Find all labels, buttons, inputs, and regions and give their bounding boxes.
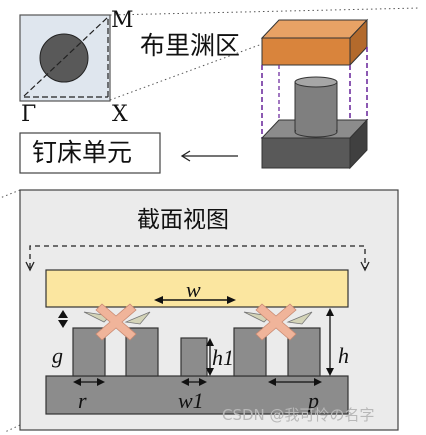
r-dimension-arrow (73, 378, 105, 386)
label-x: X (112, 102, 128, 127)
watermark: CSDN @我可怜の名字 (222, 406, 375, 424)
brillouin-zone-figure (19, 14, 111, 102)
pillar-top (294, 76, 338, 88)
w1-dimension-arrow (181, 378, 207, 386)
cross-marker-left (83, 303, 151, 341)
period-bracket-left-tip (25, 261, 35, 272)
pillar-body (294, 81, 338, 133)
pin-center (180, 337, 208, 377)
label-m: M (111, 8, 134, 33)
label-p: p (308, 388, 319, 413)
zoom-connector-top (109, 7, 421, 16)
top-plate-top-face (260, 19, 369, 39)
label-h1: h1 (212, 345, 234, 370)
label-gamma: Γ (21, 102, 37, 127)
label-h: h (338, 343, 349, 368)
label-w: w (186, 277, 201, 302)
brillouin-zone-title: 布里渊区 (140, 31, 241, 60)
cross-marker-right (243, 303, 313, 341)
unit-cell-label-box (19, 132, 161, 174)
g-dimension-arrow (58, 310, 68, 328)
p-dimension-arrow (268, 378, 322, 386)
left-arrow (180, 150, 238, 162)
label-g: g (52, 343, 63, 368)
w-dimension-arrow (154, 296, 236, 304)
period-bracket (29, 245, 366, 268)
zoom-connector-lower (0, 189, 21, 199)
pillar-bottom-mask (296, 126, 336, 132)
label-w1: w1 (178, 388, 204, 413)
top-plate-front-face (261, 37, 351, 66)
top-layer (45, 269, 349, 308)
unit-cell-3d (260, 18, 369, 170)
label-r: r (78, 388, 87, 413)
unit-cell-title: 钉床单元 (32, 138, 133, 167)
h-dimension-arrow (326, 308, 334, 376)
zoom-connector-lower-2 (4, 424, 21, 433)
h1-dimension-arrow (206, 338, 214, 376)
brillouin-zone-diagonal (23, 16, 109, 97)
base-front-face (261, 137, 351, 169)
cross-section-title: 截面视图 (137, 207, 229, 233)
base-side-face (349, 118, 368, 170)
period-bracket-right-tip (360, 261, 370, 272)
cross-section-panel (19, 189, 399, 431)
